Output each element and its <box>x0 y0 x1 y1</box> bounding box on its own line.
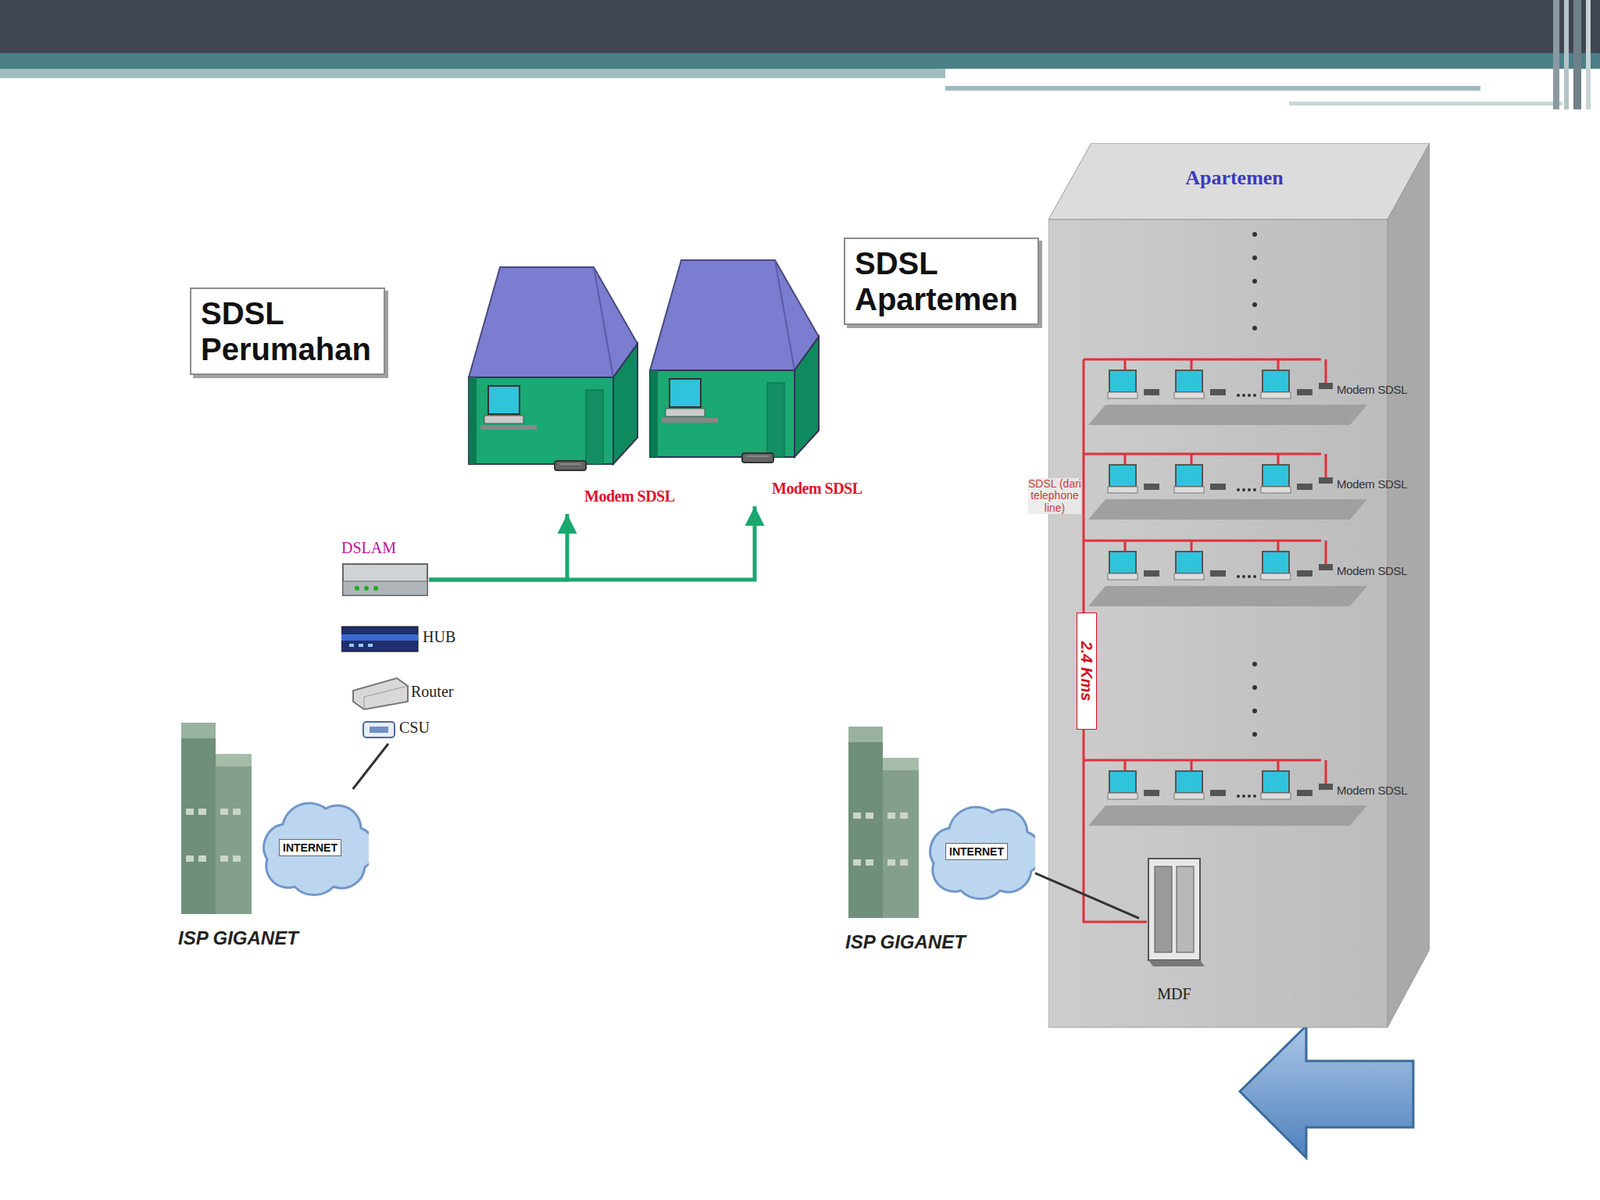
internet-cloud: INTERNET <box>251 789 369 899</box>
node-label: Modem SDSL <box>771 479 863 498</box>
house-illustration <box>468 260 819 465</box>
apartment-building: Apartemen MDF <box>1048 142 1430 1029</box>
header-bars <box>0 0 1600 110</box>
node-label: INTERNET <box>278 839 342 857</box>
internet-cloud: INTERNET <box>917 792 1036 903</box>
isp-building <box>178 722 265 918</box>
modem-label: Modem SDSL <box>1336 477 1408 491</box>
csu-device: CSU <box>360 715 439 744</box>
sdsl-modem: Modem SDSL <box>553 459 710 515</box>
node-label: SDSL Apartemen <box>854 245 1029 318</box>
node-label: Router <box>410 682 454 701</box>
node-label: CSU <box>399 718 430 737</box>
modem-label: Modem SDSL <box>1336 382 1408 397</box>
modem-label: Modem SDSL <box>1336 783 1408 797</box>
node-label: ISP GIGANET <box>178 927 299 950</box>
node-label: Apartemen <box>1156 166 1313 190</box>
node-label: Modem SDSL <box>584 487 675 506</box>
back-arrow <box>1239 1025 1414 1158</box>
mdf-cabinet: MDF <box>1139 855 1210 1012</box>
distance-label: 2.4 Kms <box>1076 612 1097 730</box>
apartment-building <box>1048 142 1430 1029</box>
modem-icon <box>740 451 775 468</box>
node-label: INTERNET <box>945 842 1008 861</box>
node-label: ISP GIGANET <box>845 931 966 954</box>
csu-icon <box>360 715 398 744</box>
continuation-dots <box>1252 232 1258 737</box>
router-device: Router <box>350 673 468 713</box>
modem-label: Modem SDSL <box>1336 564 1408 578</box>
modem-icon <box>553 459 588 475</box>
network-link <box>353 743 389 790</box>
sdsl-line <box>428 506 755 580</box>
isp-building <box>845 726 932 922</box>
hub-icon <box>341 621 420 657</box>
mdf-cabinet <box>1139 855 1210 981</box>
node-label: MDF <box>1139 985 1210 1004</box>
router-icon <box>350 673 411 713</box>
title-box: SDSL Apartemen <box>843 237 1040 325</box>
node-label: SDSL Perumahan <box>200 295 375 368</box>
sdsl-line <box>428 514 568 580</box>
node-label: HUB <box>422 628 456 647</box>
line-note: SDSL (dari telephone line) <box>1028 478 1082 515</box>
title-box: SDSL Perumahan <box>189 287 386 375</box>
dslam-device: DSLAM <box>341 539 429 599</box>
node-label: DSLAM <box>341 539 397 558</box>
sdsl-modem: Modem SDSL <box>740 451 897 507</box>
hub-device: HUB <box>341 621 459 657</box>
